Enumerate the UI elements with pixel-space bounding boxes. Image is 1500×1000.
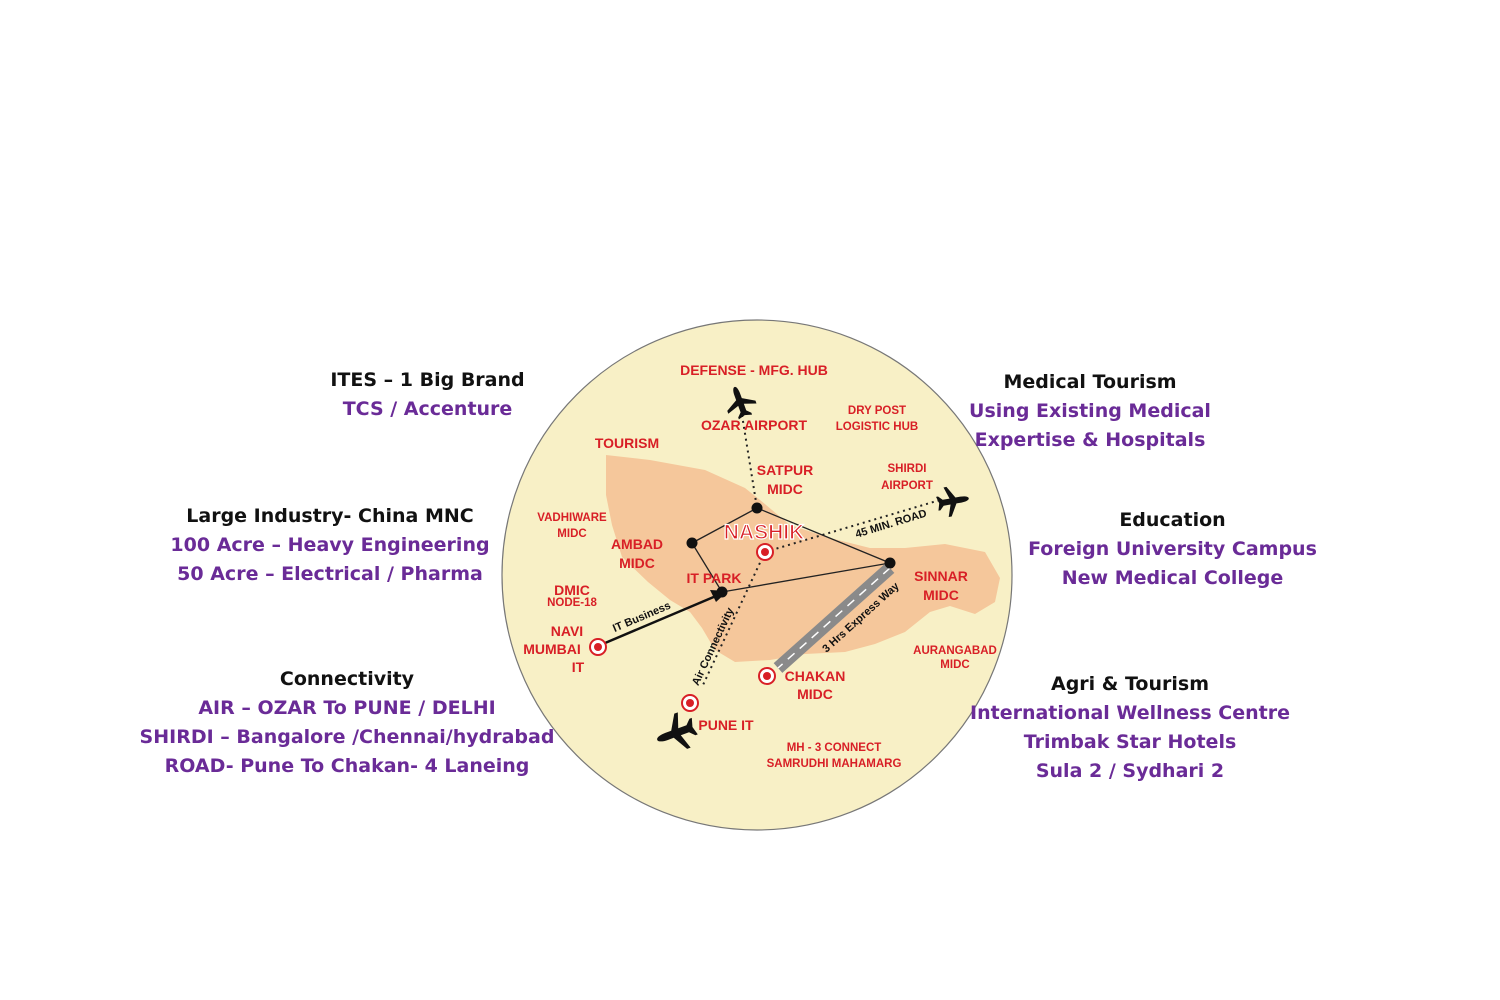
panel-connectivity: Connectivity AIR – OZAR To PUNE / DELHI … <box>132 665 562 781</box>
panel-ites: ITES – 1 Big Brand TCS / Accenture <box>320 366 535 424</box>
panel-line: AIR – OZAR To PUNE / DELHI <box>198 697 496 719</box>
panel-heading: Connectivity <box>279 668 415 690</box>
panel-line: Using Existing Medical <box>969 400 1211 422</box>
label-shirdi-airport: AIRPORT <box>881 480 933 492</box>
panel-line: Expertise & Hospitals <box>974 429 1206 451</box>
label-ozar-airport: OZAR AIRPORT <box>701 417 807 433</box>
location-markers <box>589 543 776 712</box>
label-vadhiware: VADHIWARE <box>537 512 607 524</box>
panel-education: Education Foreign University Campus New … <box>1020 506 1325 593</box>
airplane-icon <box>727 386 757 420</box>
panel-line: SHIRDI – Bangalore /Chennai/hydrabad <box>139 726 555 748</box>
nashik-region-shape <box>606 455 1000 662</box>
panel-line: TCS / Accenture <box>342 398 513 420</box>
panel-line: 100 Acre – Heavy Engineering <box>170 534 490 556</box>
label-nashik-city: NASHIK <box>724 521 805 544</box>
label-ambad-midc: MIDC <box>619 555 655 571</box>
label-aurangabad: AURANGABAD <box>913 645 997 657</box>
panel-agri-tourism: Agri & Tourism International Wellness Ce… <box>965 670 1295 786</box>
label-aurangabad-midc: MIDC <box>940 659 969 671</box>
label-dmic-node: NODE-18 <box>547 597 597 609</box>
panel-line: New Medical College <box>1061 567 1284 589</box>
panel-line: International Wellness Centre <box>970 702 1290 724</box>
label-dmic: DMIC <box>554 582 590 598</box>
panel-heading: Agri & Tourism <box>1051 673 1209 695</box>
label-it-park: IT PARK <box>687 570 742 586</box>
label-satpur-midc: MIDC <box>767 481 803 497</box>
pune-it-marker <box>681 694 699 712</box>
label-logistic-hub: LOGISTIC HUB <box>836 421 918 433</box>
airplane-icon <box>657 712 698 749</box>
label-ambad: AMBAD <box>611 536 663 552</box>
label-vadhiware-midc: MIDC <box>557 528 586 540</box>
label-sinnar: SINNAR <box>914 568 968 584</box>
panel-line: Foreign University Campus <box>1028 538 1317 560</box>
panel-line: ROAD- Pune To Chakan- 4 Laneing <box>164 755 530 777</box>
label-chakan: CHAKAN <box>785 668 846 684</box>
nashik-marker <box>756 543 774 561</box>
label-navi: NAVI <box>551 623 583 639</box>
label-samrudhi: SAMRUDHI MAHAMARG <box>767 758 902 770</box>
navi-mumbai-marker <box>589 638 607 656</box>
it-business-arrow <box>597 594 717 648</box>
label-mumbai: MUMBAI <box>523 641 581 657</box>
panel-heading: Large Industry- China MNC <box>186 505 474 527</box>
panel-line: Trimbak Star Hotels <box>1023 731 1237 753</box>
panel-large-industry: Large Industry- China MNC 100 Acre – Hea… <box>150 502 510 589</box>
panel-heading: ITES – 1 Big Brand <box>330 369 525 391</box>
label-defense-hub: DEFENSE - MFG. HUB <box>680 362 828 378</box>
chakan-marker <box>758 667 776 685</box>
panel-line: Sula 2 / Sydhari 2 <box>1035 760 1225 782</box>
label-it: IT <box>572 659 585 675</box>
label-sinnar-midc: MIDC <box>923 587 959 603</box>
express-way-road <box>773 563 895 673</box>
label-satpur: SATPUR <box>757 462 814 478</box>
panel-heading: Medical Tourism <box>1003 371 1177 393</box>
panel-medical-tourism: Medical Tourism Using Existing Medical E… <box>960 368 1220 455</box>
panel-line: 50 Acre – Electrical / Pharma <box>177 563 483 585</box>
label-mh3-connect: MH - 3 CONNECT <box>787 742 882 754</box>
junction-nodes <box>686 502 896 598</box>
label-dry-post: DRY POST <box>848 405 906 417</box>
label-tourism: TOURISM <box>595 435 659 451</box>
label-shirdi: SHIRDI <box>888 463 927 475</box>
panel-heading: Education <box>1119 509 1226 531</box>
label-pune-it: PUNE IT <box>698 717 754 733</box>
label-chakan-midc: MIDC <box>797 686 833 702</box>
dotted-routes <box>702 414 941 686</box>
airplane-icon <box>936 486 969 517</box>
